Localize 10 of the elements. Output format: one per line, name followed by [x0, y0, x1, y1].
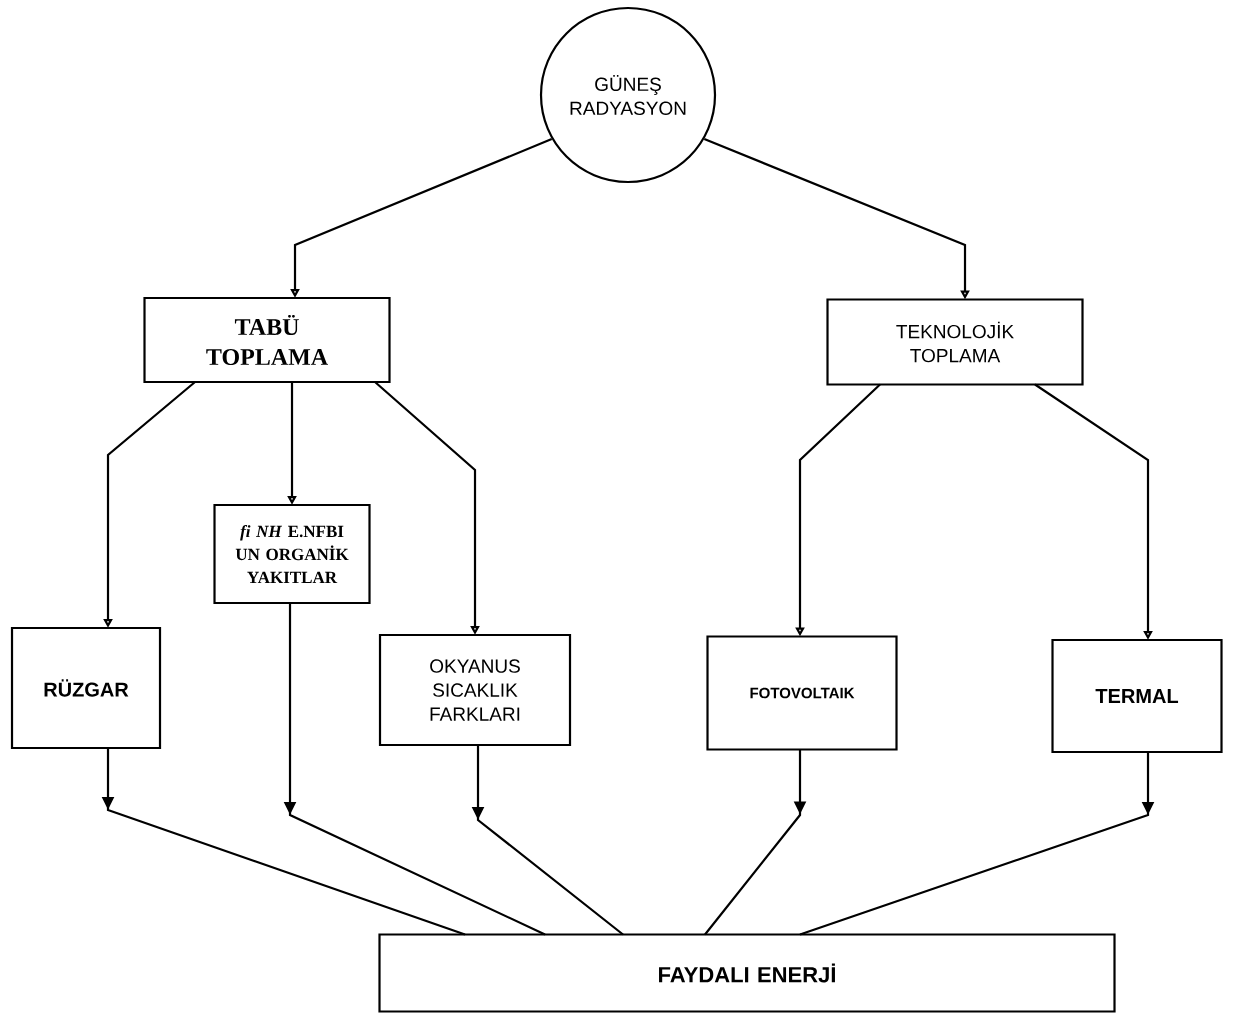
process-box: TERMAL — [1051, 638, 1223, 754]
process-box: TEKNOLOJİK TOPLAMA — [826, 298, 1084, 386]
process-box: FAYDALI ENERJİ — [378, 933, 1116, 1013]
process-box: RÜZGAR — [10, 626, 162, 750]
arrow — [704, 749, 807, 936]
arrow — [799, 752, 1155, 936]
process-box: OKYANUS SICAKLIK FARKLARI — [378, 633, 572, 747]
process-box: TABÜ TOPLAMA — [143, 296, 391, 384]
process-box: fi NH E.NFBI UN ORGANİK YAKITLAR — [213, 503, 371, 605]
process-box: FOTOVOLTAIK — [706, 635, 898, 751]
